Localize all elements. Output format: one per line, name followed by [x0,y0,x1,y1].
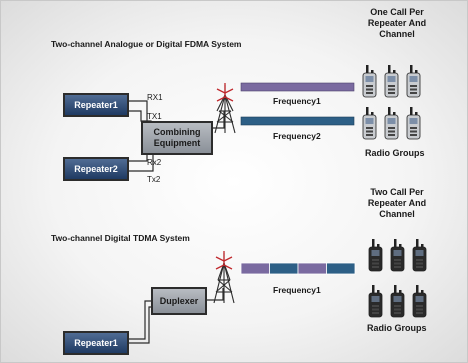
black-radio-icon [412,239,427,272]
repeater1-box: Repeater1 [63,93,129,117]
repeater2-box: Repeater2 [63,157,129,181]
timeslot-2 [269,262,299,275]
tdma-radio-group [368,239,427,318]
tdma-title: Two-channel Digital TDMA System [51,233,190,243]
tdma-wire-b [129,306,153,344]
timeslot-1 [240,262,270,275]
duplexer-box: Duplexer [151,287,207,315]
frequency1-label: Frequency1 [273,96,321,106]
black-radio-icon [390,239,405,272]
tx1-label: TX1 [147,112,162,121]
fdma-heading: One Call Per Repeater And Channel [367,7,427,39]
grey-radio-icon [384,65,399,98]
fdma-radio-group [362,65,421,140]
tdma-timeslot-bar [240,262,356,275]
frequency2-label: Frequency2 [273,131,321,141]
black-radio-icon [390,285,405,318]
frequency1-bar [240,82,355,92]
black-radio-icon [368,285,383,318]
antenna-fdma-icon [214,83,236,134]
grey-radio-icon [362,65,377,98]
timeslot-3 [297,262,327,275]
combining-equipment-box: Combining Equipment [141,121,213,155]
rx2-label: Rx2 [147,158,162,167]
timeslot-4 [326,262,356,275]
grey-radio-icon [406,107,421,140]
tdma-wire-a [129,300,153,340]
tx2-label: Tx2 [147,175,161,184]
fdma-title: Two-channel Analogue or Digital FDMA Sys… [51,39,242,49]
tdma-frequency1-label: Frequency1 [273,285,321,295]
grey-radio-icon [406,65,421,98]
tdma-heading: Two Call Per Repeater And Channel [367,187,427,219]
frequency2-bar [240,116,355,126]
tdma-repeater1-box: Repeater1 [63,331,129,355]
grey-radio-icon [384,107,399,140]
grey-radio-icon [362,107,377,140]
antenna-tdma-icon [213,251,235,304]
tdma-radio-groups-label: Radio Groups [367,323,427,333]
black-radio-icon [368,239,383,272]
rx1-label: RX1 [147,93,163,102]
black-radio-icon [412,285,427,318]
fdma-radio-groups-label: Radio Groups [365,148,425,158]
